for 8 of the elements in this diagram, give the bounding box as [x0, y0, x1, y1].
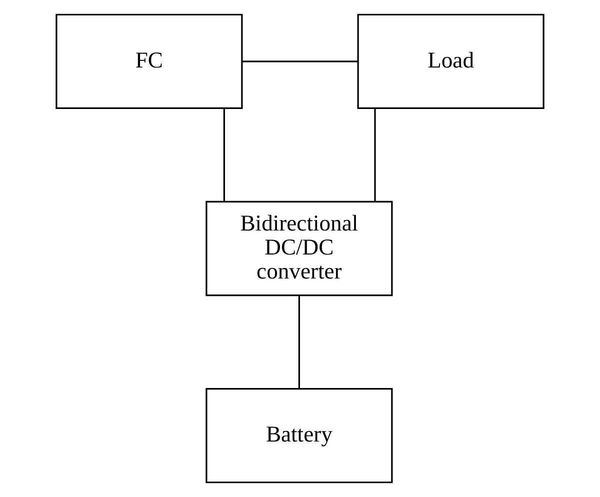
node-box: FC	[56, 14, 243, 109]
connector	[242, 60, 358, 62]
connector	[223, 108, 225, 202]
connector	[298, 296, 300, 388]
node-box: Battery	[206, 388, 393, 484]
connector	[374, 108, 376, 202]
node-box: Bidirectional DC/DC converter	[206, 200, 393, 296]
node-box: Load	[357, 14, 544, 109]
